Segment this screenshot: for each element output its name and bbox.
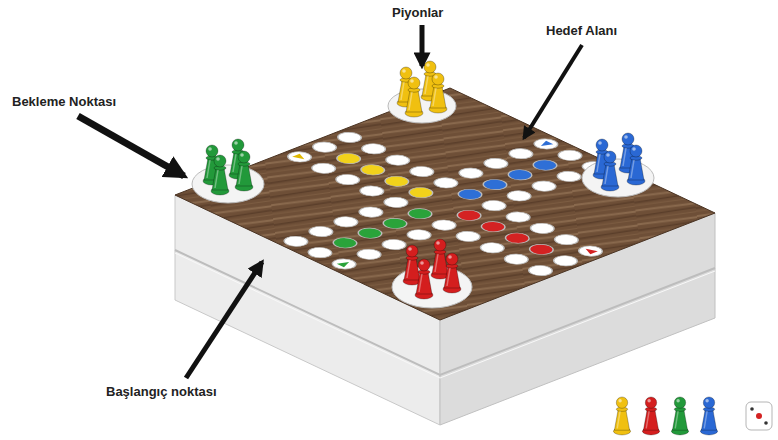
callout-label: Hedef Alanı [546, 23, 617, 39]
callout-label: Bekleme Noktası [12, 94, 116, 110]
callout-label: Başlangıç noktası [106, 384, 217, 400]
callout-label: Piyonlar [392, 5, 443, 21]
